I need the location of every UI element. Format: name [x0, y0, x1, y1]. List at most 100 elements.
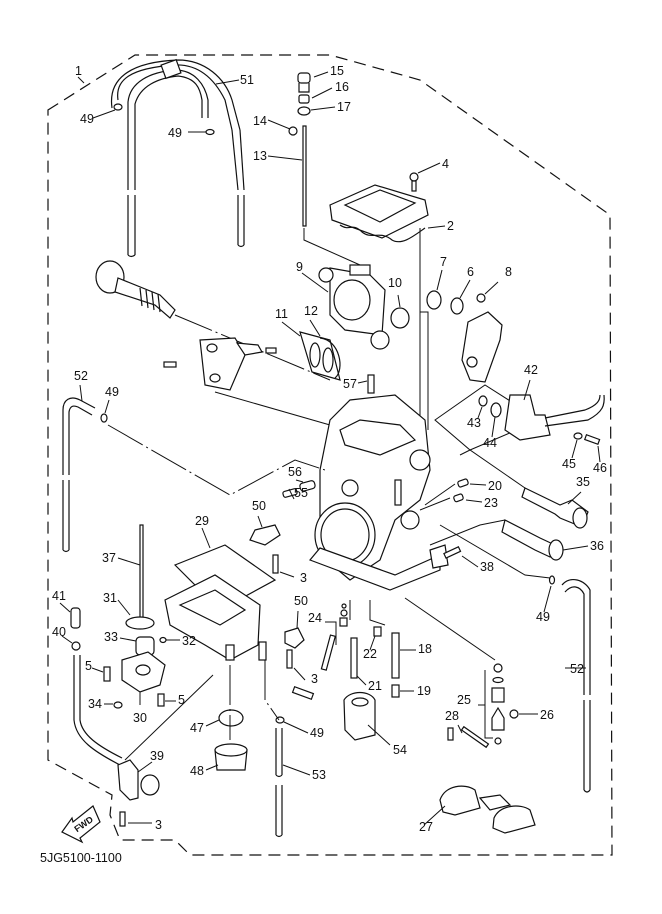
callout-36: 36: [590, 539, 604, 553]
callout-2: 2: [447, 219, 454, 233]
washer-45: [571, 432, 583, 459]
screw-3a: [272, 554, 295, 578]
jet-18: [391, 632, 416, 679]
ring-32: [159, 636, 180, 644]
callout-23: 23: [484, 496, 498, 510]
callout-43: 43: [467, 416, 481, 430]
screw-3c: [119, 811, 152, 827]
screw-46: [583, 434, 601, 463]
callout-40: 40: [52, 625, 66, 639]
screw-8: [476, 281, 499, 303]
clip-14: [267, 119, 298, 136]
hose-52b: [561, 578, 591, 793]
washer-17: [297, 106, 336, 116]
assembly-boundary: [47, 54, 613, 856]
plate-50a: [249, 515, 281, 546]
callout-32: 32: [182, 634, 196, 648]
callout-34: 34: [88, 697, 102, 711]
callout-9: 9: [296, 260, 303, 274]
leader-line-jets: [349, 597, 496, 661]
callout-33: 33: [104, 630, 118, 644]
callout-52: 52: [570, 662, 584, 676]
lever-bracket: [461, 311, 503, 383]
seal-12: [309, 319, 341, 379]
callout-10: 10: [388, 276, 402, 290]
callout-35: 35: [576, 475, 590, 489]
callout-3: 3: [155, 818, 162, 832]
callout-45: 45: [562, 457, 576, 471]
callout-49: 49: [310, 726, 324, 740]
hose-clip-49e: [543, 575, 556, 613]
screw-55: [282, 488, 298, 500]
diaphragm-31: [117, 599, 155, 630]
shaft-bracket: [163, 337, 331, 426]
callout-42: 42: [524, 363, 538, 377]
screw-38: [443, 546, 479, 568]
carburetor-body: [308, 394, 449, 591]
callout-6: 6: [467, 265, 474, 279]
callout-49: 49: [168, 126, 182, 140]
hose-53: [275, 728, 311, 838]
screw-5a: [91, 666, 111, 682]
callout-19: 19: [417, 684, 431, 698]
leader-line-39: [124, 674, 214, 761]
callout-5: 5: [85, 659, 92, 673]
callout-37: 37: [102, 551, 116, 565]
screw-4a: [409, 162, 441, 192]
rod-37: [117, 524, 144, 626]
callout-46: 46: [593, 461, 607, 475]
screw-57: [357, 374, 375, 394]
callout-4: 4: [442, 157, 449, 171]
callout-49: 49: [105, 385, 119, 399]
leader-line-53: [264, 660, 280, 721]
callout-56: 56: [288, 465, 302, 479]
hose-52a: [62, 384, 96, 553]
callout-47: 47: [190, 721, 204, 735]
spring-16: [298, 87, 333, 104]
callout-22: 22: [363, 647, 377, 661]
cap-40: [61, 635, 81, 651]
washer-7: [426, 269, 443, 310]
leader-line-20-23: [419, 483, 456, 511]
throttle-valve-9: [301, 264, 390, 350]
callout-15: 15: [330, 64, 344, 78]
cap-15: [297, 71, 329, 93]
plunger-36: [429, 519, 589, 561]
sensor-42: [504, 379, 605, 441]
o-ring-34: [104, 701, 123, 709]
screw-5b: [157, 693, 176, 707]
hose-51: [110, 58, 245, 258]
jet-21: [350, 637, 367, 686]
callout-48: 48: [190, 764, 204, 778]
jet-set-25: [478, 663, 505, 745]
float-54: [343, 691, 391, 746]
callout-54: 54: [393, 743, 407, 757]
cable-39: [73, 655, 160, 801]
callout-18: 18: [418, 642, 432, 656]
callout-31: 31: [103, 591, 117, 605]
callout-5: 5: [178, 693, 185, 707]
hose-clip-49c: [100, 399, 110, 423]
callout-14: 14: [253, 114, 267, 128]
screw-20: [457, 478, 487, 488]
roller-10: [390, 294, 410, 329]
callout-55: 55: [294, 486, 308, 500]
callout-leader-51: [215, 79, 240, 85]
jet-needle-13: [267, 125, 361, 266]
plate-11: [281, 321, 341, 381]
drain-plug-48: [205, 743, 248, 771]
callout-57: 57: [343, 377, 357, 391]
callout-3: 3: [311, 672, 318, 686]
plate-50b: [284, 610, 305, 649]
cap-43: [477, 395, 488, 419]
cap-set-27: [423, 785, 536, 834]
screw-26: [509, 709, 538, 719]
callout-26: 26: [540, 708, 554, 722]
callout-27: 27: [419, 820, 433, 834]
leader-line-49e: [439, 524, 551, 579]
callout-39: 39: [150, 749, 164, 763]
callout-38: 38: [480, 560, 494, 574]
callout-3: 3: [300, 571, 307, 585]
callout-20: 20: [488, 479, 502, 493]
